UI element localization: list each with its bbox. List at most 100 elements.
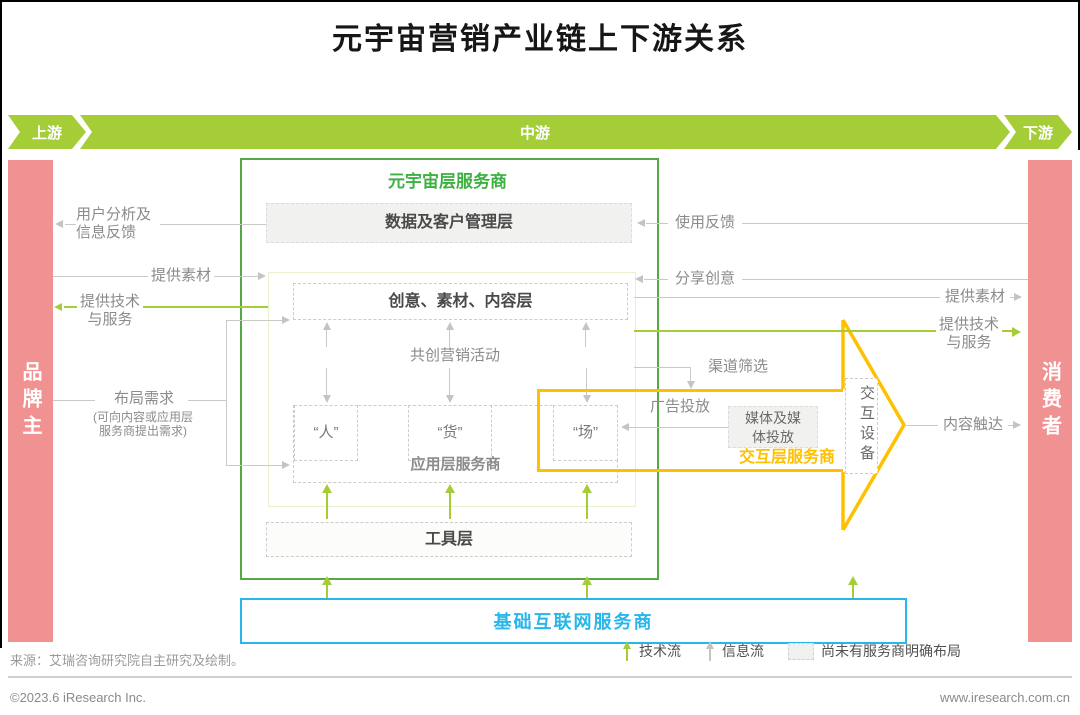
arrow-up-icon [323,322,331,330]
infrastructure-label: 基础互联网服务商 [493,612,654,632]
share-ideas-label: 分享创意 [668,270,742,288]
tech-flow-line [326,493,328,519]
media-placement-box: 媒体及媒体投放 [728,406,818,448]
data-customer-layer-box: 数据及客户管理层 [266,203,632,243]
goods-box: “货” [408,405,492,461]
band-downstream: 下游 [1004,115,1072,149]
tech-flow-arrow-icon [322,576,332,585]
brand-owner-label: 品牌主 [19,360,41,442]
people-label: “人” [313,424,339,441]
connector-line [634,367,690,368]
app-layer-label: 应用层服务商 [410,456,501,473]
connector-line [65,224,266,225]
connector-line [188,400,226,401]
consumer-bar: 消费者 [1028,160,1072,642]
infrastructure-box: 基础互联网服务商 [240,598,907,644]
connector-line [53,400,95,401]
layout-demand-note: (可向内容或应用层服务商提出需求) [88,410,198,439]
tech-flow-line [852,585,854,598]
screenshot-border-right [1078,0,1080,150]
media-placement-label: 媒体及媒体投放 [745,410,801,445]
provide-material-right-label: 提供素材 [940,288,1010,306]
info-flow-legend-icon [705,641,715,661]
place-label: “场” [573,424,598,441]
source-note: 来源：艾瑞咨询研究院自主研究及绘制。 [10,653,245,668]
provide-tech-right-label: 提供技术与服务 [936,316,1002,352]
screenshot-border-top [0,0,1080,2]
band-upstream: 上游 [8,115,86,149]
arrow-right-icon [258,272,266,280]
connector-line [629,427,728,428]
arrow-down-icon [446,395,454,403]
data-customer-layer-label: 数据及客户管理层 [384,214,513,231]
arrow-right-icon [1014,293,1022,301]
place-box: “场” [553,405,618,461]
connector-line [585,330,586,347]
no-provider-legend-label: 尚未有服务商明确布局 [821,643,961,659]
interaction-device-box: 交互设备 [845,378,878,474]
arrow-down-icon [583,395,591,403]
arrow-down-icon [687,381,695,389]
arrow-right-icon [282,461,290,469]
content-reach-label: 内容触达 [938,416,1008,434]
interaction-device-label: 交互设备 [858,385,875,465]
connector-line [646,223,1028,224]
arrow-right-icon [282,316,290,324]
metaverse-provider-box [240,158,659,580]
tech-flow-line [64,306,268,308]
people-box: “人” [294,405,358,461]
arrow-right-icon [1013,421,1021,429]
connector-line [226,465,284,466]
interaction-layer-box [537,389,843,472]
arrow-down-icon [323,395,331,403]
tech-flow-legend-label: 技术流 [639,643,681,659]
arrow-up-icon [446,322,454,330]
band-midstream-label: 中游 [520,124,551,142]
band-midstream: 中游 [80,115,1010,149]
provide-material-left-label: 提供素材 [148,267,214,285]
interaction-layer-title: 交互层服务商 [738,449,835,466]
page-title: 元宇宙营销产业链上下游关系 [332,23,748,56]
channel-select-label: 渠道筛选 [707,358,768,375]
copyright-text: ©2023.6 iResearch Inc. [10,690,147,705]
legend: 技术流 信息流 尚未有服务商明确布局 [622,641,961,661]
ad-placement-label: 广告投放 [649,398,710,415]
tech-flow-line [326,585,328,598]
website-text: www.iresearch.com.cn [939,690,1070,705]
user-analysis-label: 用户分析及信息反馈 [76,206,160,242]
tech-flow-arrow-icon [322,484,332,493]
connector-line [449,368,450,395]
arrow-left-icon [637,219,645,227]
connector-line [644,279,1028,280]
usage-feedback-label: 使用反馈 [668,214,742,232]
tech-flow-line [586,585,588,598]
tech-flow-arrow-right-icon [1012,327,1021,337]
arrow-up-icon [582,322,590,330]
connector-line [449,330,450,347]
tech-flow-arrow-icon [848,576,858,585]
tech-flow-arrow-left-icon [54,303,62,311]
arrow-left-icon [55,220,63,228]
band-downstream-label: 下游 [1022,124,1053,142]
content-layer-box: 创意、素材、内容层 [293,283,628,320]
tech-flow-line [634,330,1016,332]
info-flow-legend-label: 信息流 [722,643,764,659]
footer-divider [8,676,1072,678]
connector-line [634,297,1018,298]
connector-line [226,320,284,321]
tech-flow-legend-icon [622,641,632,661]
screenshot-border-left [0,0,2,648]
tech-flow-arrow-icon [582,484,592,493]
goods-label: “货” [437,424,463,441]
tech-flow-arrow-icon [445,484,455,493]
co-creation-label: 共创营销活动 [409,347,500,364]
connector-line [586,368,587,395]
tech-flow-line [586,493,588,519]
metaverse-provider-title: 元宇宙层服务商 [388,172,507,191]
band-upstream-label: 上游 [31,124,62,142]
tech-flow-line [449,493,451,519]
no-provider-legend-swatch [788,642,814,660]
connector-line [226,320,227,466]
content-layer-label: 创意、素材、内容层 [388,293,533,310]
